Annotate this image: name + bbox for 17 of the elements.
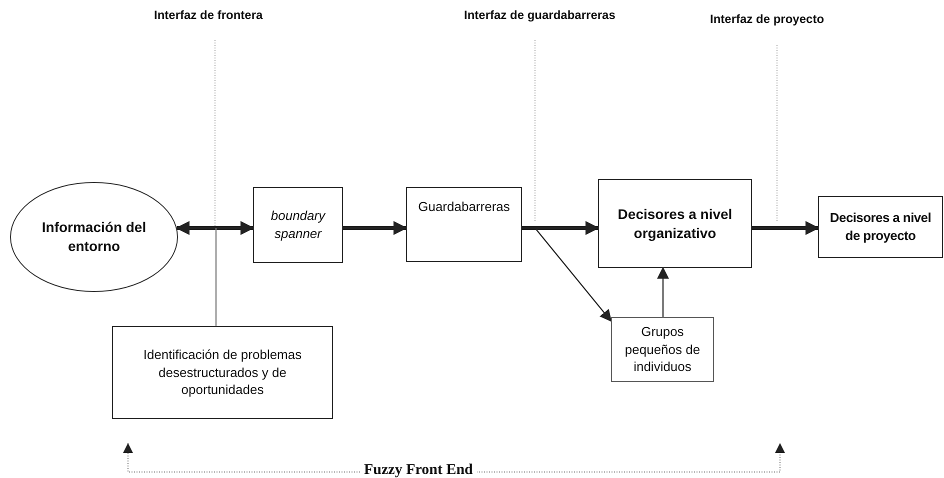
interface-label: Interfaz de proyecto bbox=[709, 12, 826, 26]
arrow bbox=[522, 221, 600, 235]
interface-label: Interfaz de guardabarreras bbox=[463, 8, 616, 22]
leader-line bbox=[215, 228, 217, 326]
process-box: Identificación de problemas desestructurados y de oportunidades bbox=[112, 326, 333, 419]
process-box: Decisores a nivel de proyecto bbox=[818, 196, 943, 258]
arrow bbox=[176, 221, 254, 235]
process-box: Grupos pequeños de individuos bbox=[611, 317, 714, 382]
arrow bbox=[752, 221, 820, 235]
arrow bbox=[343, 221, 408, 235]
arrow bbox=[657, 266, 669, 317]
interface-label: Interfaz de frontera bbox=[153, 8, 264, 22]
process-box: Guardabarreras bbox=[406, 187, 522, 262]
ellipse-node: Información del entorno bbox=[10, 182, 178, 292]
process-box: boundary spanner bbox=[253, 187, 343, 263]
span-label: Fuzzy Front End bbox=[360, 462, 477, 478]
process-box: Decisores a nivel organizativo bbox=[598, 179, 752, 268]
